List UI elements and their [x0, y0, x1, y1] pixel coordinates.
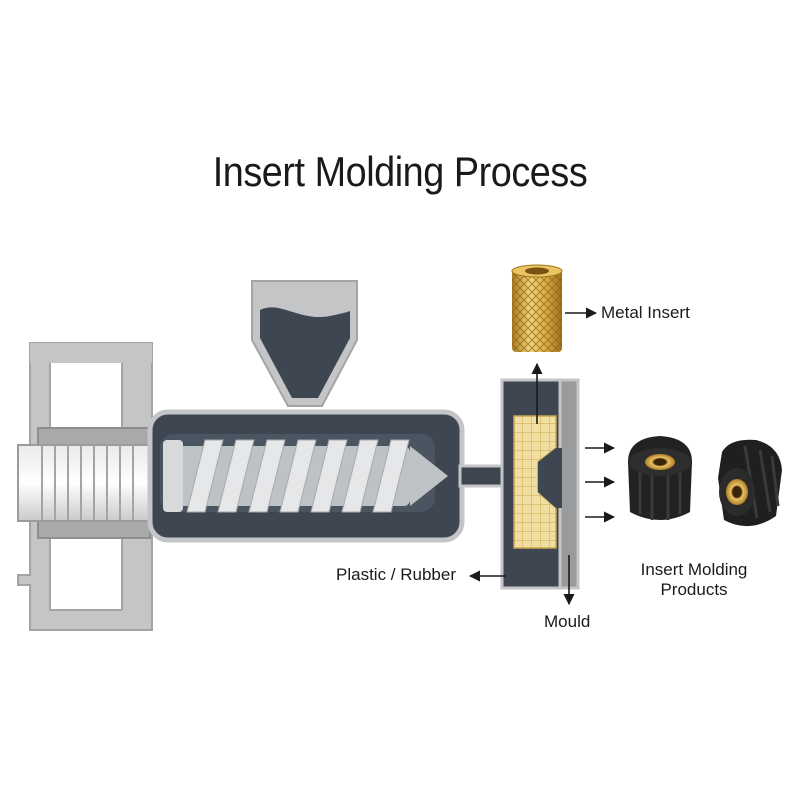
mould-label: Mould: [544, 612, 591, 631]
products-label: Insert Molding Products: [622, 560, 766, 600]
products-label-line-1: Insert Molding: [640, 560, 748, 579]
hopper: [251, 280, 358, 407]
page-title: Insert Molding Process: [212, 148, 588, 195]
metal-insert-label: Metal Insert: [601, 303, 690, 322]
product-knob-2: [718, 439, 782, 527]
metal-insert-icon: [511, 264, 563, 352]
clamp-cylinder: [17, 427, 169, 539]
product-knob-1: [628, 436, 692, 520]
products-label-line-2: Products: [660, 580, 728, 599]
mould: [500, 378, 580, 590]
screw: [163, 439, 448, 513]
arrows: [468, 307, 616, 606]
plastic-rubber-label: Plastic / Rubber: [336, 565, 456, 584]
